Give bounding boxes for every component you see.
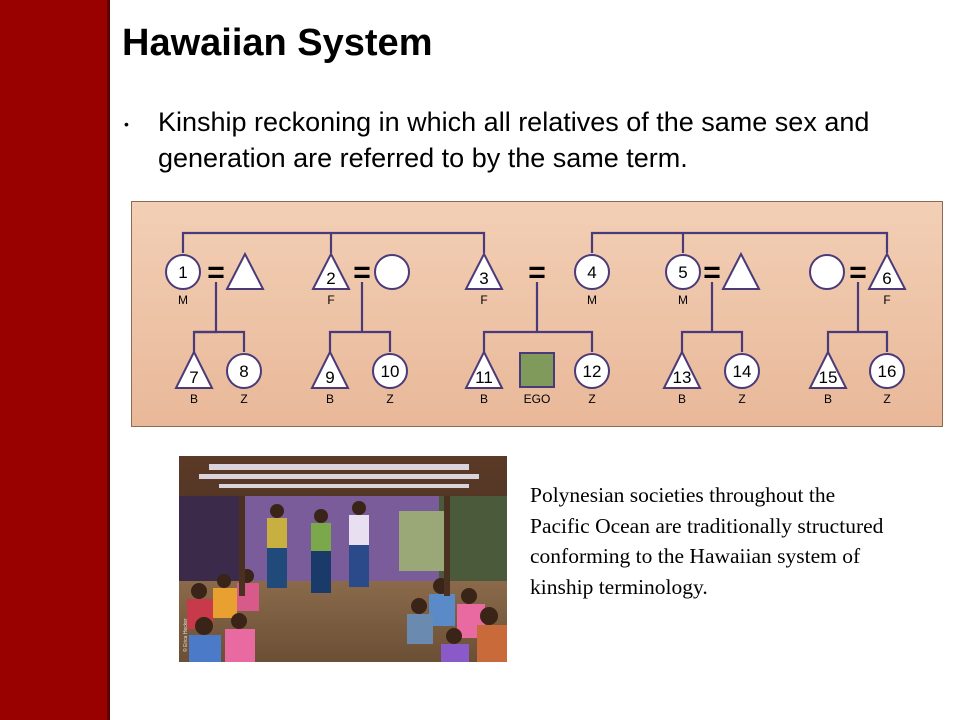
- node-10-circle: [372, 353, 408, 389]
- node-16-label: Z: [883, 392, 890, 406]
- node-1-num: 1: [178, 263, 187, 282]
- bullet-dot: •: [124, 116, 129, 132]
- node-9-num: 9: [325, 368, 334, 387]
- child-generation: 7 B 8 Z 9 B 10 Z 11 B EGO 12 Z 13 B 14 Z: [174, 349, 905, 406]
- node-2-num: 2: [326, 269, 335, 288]
- kinship-diagram-svg: 1 M = 2 F = 3 F = 4 M 5 M =: [165, 231, 907, 406]
- node-15-label: B: [824, 392, 832, 406]
- ego-square: [519, 352, 555, 388]
- node-6-num: 6: [882, 269, 891, 288]
- node-8-label: Z: [240, 392, 247, 406]
- node-15-triangle: [808, 349, 848, 389]
- marriage-equals: =: [849, 256, 867, 289]
- node-11-triangle: [464, 349, 504, 389]
- node-7-num: 7: [189, 368, 198, 387]
- marriage-equals: =: [528, 256, 546, 289]
- node-13-triangle: [662, 349, 702, 389]
- node-9-triangle: [310, 349, 350, 389]
- node-14-label: Z: [738, 392, 745, 406]
- node-5-num: 5: [678, 263, 687, 282]
- node-16-num: 16: [878, 362, 897, 381]
- node-11-num: 11: [475, 368, 493, 387]
- spouse-triangle: [225, 251, 265, 290]
- spouse-circle: [809, 254, 845, 290]
- kinship-diagram: 1 M = 2 F = 3 F = 4 M 5 M =: [131, 201, 943, 427]
- node-7-triangle: [174, 349, 214, 389]
- node-7-label: B: [190, 392, 198, 406]
- bullet-text: Kinship reckoning in which all relatives…: [158, 107, 870, 173]
- node-3-label: F: [480, 293, 487, 307]
- node-10-num: 10: [381, 362, 400, 381]
- node-12-num: 12: [583, 362, 602, 381]
- node-1-circle: [165, 254, 201, 290]
- polynesian-gathering-photo: © Erica Hecker: [179, 456, 507, 662]
- node-3-num: 3: [479, 269, 488, 288]
- node-3-triangle: [464, 251, 504, 290]
- ego-label: EGO: [524, 392, 551, 406]
- node-6-triangle: [867, 251, 907, 290]
- node-12-label: Z: [588, 392, 595, 406]
- photo-caption: Polynesian societies throughout the Paci…: [530, 483, 884, 599]
- kinship-lines: [181, 231, 889, 352]
- node-11-label: B: [480, 392, 488, 406]
- node-12-circle: [574, 353, 610, 389]
- photo-illustration: © Erica Hecker: [179, 456, 507, 662]
- spouse-triangle: [721, 251, 761, 290]
- node-6-label: F: [883, 293, 890, 307]
- marriage-equals: =: [353, 256, 371, 289]
- node-4-num: 4: [587, 263, 596, 282]
- node-8-circle: [226, 353, 262, 389]
- marriage-equals: =: [207, 256, 225, 289]
- node-5-circle: [665, 254, 701, 290]
- node-14-num: 14: [733, 362, 752, 381]
- node-14-circle: [724, 353, 760, 389]
- node-13-num: 13: [673, 368, 692, 387]
- marriage-equals: =: [703, 256, 721, 289]
- node-8-num: 8: [239, 362, 248, 381]
- side-accent-bar: [0, 0, 110, 720]
- node-15-num: 15: [819, 368, 838, 387]
- slide-title: Hawaiian System: [122, 22, 433, 64]
- node-4-label: M: [587, 293, 597, 307]
- node-2-triangle: [311, 251, 351, 290]
- node-5-label: M: [678, 293, 688, 307]
- node-16-circle: [869, 353, 905, 389]
- node-1-label: M: [178, 293, 188, 307]
- spouse-circle: [374, 254, 410, 290]
- node-2-label: F: [327, 293, 334, 307]
- node-9-label: B: [326, 392, 334, 406]
- node-4-circle: [574, 254, 610, 290]
- parent-generation: 1 M = 2 F = 3 F = 4 M 5 M =: [165, 251, 907, 307]
- node-10-label: Z: [386, 392, 393, 406]
- node-13-label: B: [678, 392, 686, 406]
- photo-credit: © Erica Hecker: [182, 618, 189, 652]
